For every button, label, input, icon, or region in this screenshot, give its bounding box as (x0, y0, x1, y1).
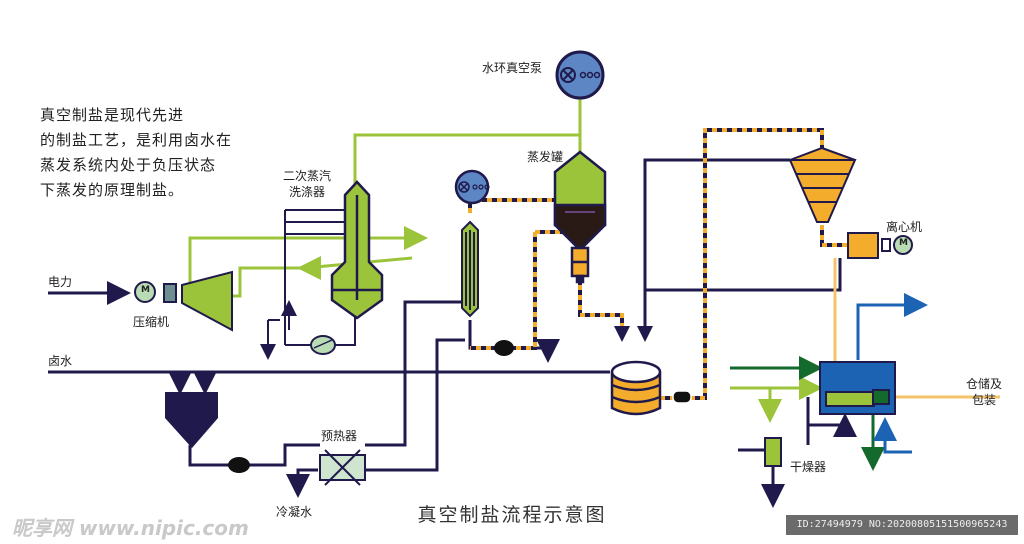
settler-drum (610, 360, 662, 416)
diagram-title: 真空制盐流程示意图 (417, 504, 607, 526)
watermark: 昵享网 www.nipic.com (12, 516, 249, 540)
compressor (134, 270, 233, 332)
process-lines (48, 158, 857, 508)
dryer-small (764, 437, 782, 467)
vacuum-pump-small (454, 169, 490, 205)
steam-washer (330, 180, 384, 320)
slurry-lines (468, 128, 848, 400)
evaporator-tank (553, 150, 607, 284)
centrifuge (847, 232, 913, 259)
label-steam-washer: 二次蒸汽 洗涤器 (283, 169, 332, 199)
motor-label-centrifuge: M (899, 238, 908, 248)
heat-exchanger (461, 220, 479, 318)
label-brine: 卤水 (48, 354, 73, 368)
intro-text: 真空制盐是现代先进 的制盐工艺，是利用卤水在 蒸发系统内处于负压状态 下蒸发的原… (40, 106, 233, 199)
label-water-ring-pump: 水环真空泵 (482, 61, 543, 75)
preheater (319, 449, 366, 486)
cyclone-thickener (788, 146, 857, 223)
image-id-bar: ID:27494979 NO:20200805151500965243 (786, 515, 1018, 535)
brine-hopper (165, 392, 218, 448)
washer-rack (260, 209, 356, 360)
label-preheater: 预热器 (321, 429, 358, 443)
label-centrifuge: 离心机 (886, 220, 923, 234)
pump-hopper (228, 457, 250, 473)
label-electric-power: 电力 (48, 275, 73, 289)
motor-label-compressor: M (141, 285, 150, 295)
washer-pump (310, 335, 336, 355)
pump-settler (672, 390, 692, 404)
label-compressor: 压缩机 (133, 315, 170, 329)
label-condensate: 冷凝水 (276, 505, 313, 519)
dryer-vessel (819, 361, 896, 415)
label-evaporator-tank: 蒸发罐 (527, 150, 564, 164)
water-ring-pump (555, 50, 605, 100)
pump-exchanger (494, 340, 514, 356)
label-storage-packaging: 仓储及 包装 (966, 377, 1003, 407)
label-dryer: 干燥器 (790, 460, 827, 474)
